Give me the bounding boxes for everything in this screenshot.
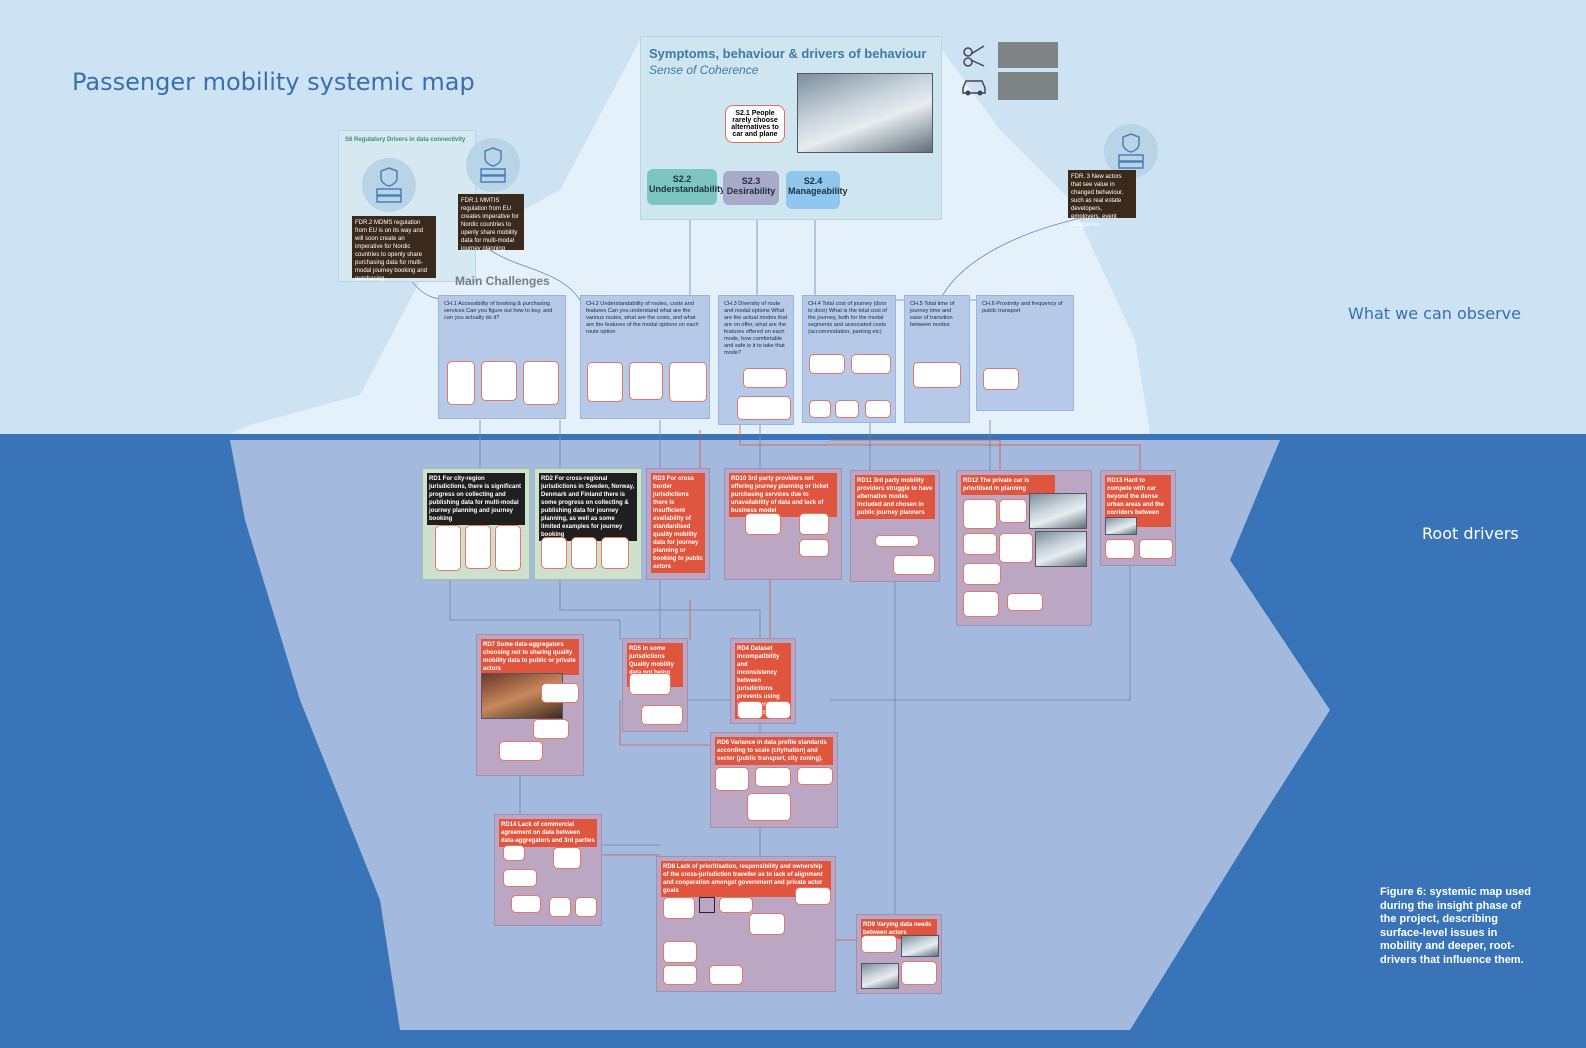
- root-driver-rd10: RD10 3rd party providers not offering jo…: [724, 468, 842, 580]
- rd9-text: RD9 Varying data needs between actors: [861, 919, 937, 939]
- challenge-ch5: CH.5 Total time of journey time and ease…: [904, 295, 970, 423]
- rd1-text: RD1 For city-region jurisdictions, there…: [427, 473, 525, 525]
- root-driver-rd9: RD9 Varying data needs between actors: [856, 914, 942, 994]
- zone-label-root: Root drivers: [1422, 524, 1519, 543]
- root-driver-rd1: RD1 For city-region jurisdictions, there…: [422, 468, 530, 580]
- scissors-car-icon: [960, 42, 988, 70]
- challenge-ch6: CH.6 Proximity and frequency of public t…: [976, 295, 1074, 411]
- root-driver-rd4: RD4 Dataset incompatibility and inconsis…: [730, 638, 796, 724]
- question-s2-1: S2.1 People rarely choose alternatives t…: [725, 105, 785, 143]
- rd7-text: RD7 Some data-aggregators choosing not t…: [481, 639, 579, 675]
- figure-caption: Figure 6: systemic map used during the i…: [1380, 886, 1531, 966]
- challenge-ch4: CH.4 Total cost of journey (door to door…: [802, 295, 896, 423]
- rd8-text: RD8 Lack of prioritisation, responsibili…: [661, 861, 831, 897]
- main-challenges-heading: Main Challenges: [455, 274, 550, 288]
- server-shield-icon: [1104, 124, 1158, 178]
- root-driver-rd6: RD6 Variance in data profile standards a…: [710, 732, 838, 828]
- pillar-manageability: S2.4 Manageability: [786, 171, 848, 209]
- fdr2-card: FDR.2 MDMS regulation from EU is on its …: [352, 216, 436, 282]
- rd14-text: RD14 Lack of commercial agreement on dat…: [499, 819, 597, 847]
- challenge-ch5-text: CH.5 Total time of journey time and ease…: [910, 301, 955, 328]
- root-driver-rd14: RD14 Lack of commercial agreement on dat…: [494, 814, 602, 926]
- symptoms-subtitle: Sense of Coherence: [649, 63, 759, 77]
- rd6-text: RD6 Variance in data profile standards a…: [715, 737, 833, 765]
- challenge-ch3: CH.3 Diversity of route and modal option…: [718, 295, 794, 425]
- root-driver-rd12: RD12 The private car is prioritised in p…: [956, 470, 1092, 626]
- regulatory-label: S6 Regulatory Drivers in data connectivi…: [345, 137, 466, 143]
- red-connection-lines: [560, 420, 1141, 941]
- checkbox-icon: [699, 897, 715, 913]
- rd11-text: RD11 3rd party mobility providers strugg…: [855, 475, 935, 519]
- challenge-ch2: CH.2 Understandability of routes, costs …: [580, 295, 710, 419]
- note-card-1: [998, 42, 1058, 68]
- fdr1-card: FDR.1 MMTIS regulation from EU creates i…: [458, 194, 524, 252]
- page-title: Passenger mobility systemic map: [72, 68, 475, 96]
- transit-photo: [901, 935, 939, 957]
- challenge-ch6-text: CH.6 Proximity and frequency of public t…: [982, 301, 1063, 314]
- rd2-text: RD2 For cross-regional jurisdictions in …: [539, 473, 637, 541]
- root-driver-rd11: RD11 3rd party mobility providers strugg…: [850, 470, 940, 582]
- traffic-photo: [1035, 531, 1087, 567]
- symptoms-title: Symptoms, behaviour & drivers of behavio…: [649, 46, 927, 61]
- bridge-photo: [861, 963, 899, 989]
- root-driver-rd2: RD2 For cross-regional jurisdictions in …: [534, 468, 642, 580]
- road-photo: [1105, 517, 1137, 535]
- rd3-text: RD3 For cross border jurisdictions there…: [651, 473, 705, 573]
- root-driver-rd7: RD7 Some data-aggregators choosing not t…: [476, 634, 584, 776]
- city-street-photo: [1029, 493, 1087, 529]
- pillar-understandability: S2.2 Understandability: [647, 169, 725, 205]
- root-driver-rd5: RD5 In some jurisdictions Quality mobili…: [622, 638, 688, 732]
- fdr3-card: FDR. 3 New actors that see value in chan…: [1068, 170, 1136, 228]
- server-shield-icon: [362, 158, 416, 212]
- challenge-ch4-text: CH.4 Total cost of journey (door to door…: [808, 301, 887, 335]
- note-card-2: [998, 72, 1058, 100]
- challenge-ch1: CH.1 Accessibility of booking & purchasi…: [438, 295, 566, 419]
- rd12-text: RD12 The private car is prioritised in p…: [961, 475, 1055, 495]
- server-shield-icon: [466, 138, 520, 192]
- root-driver-rd3: RD3 For cross border jurisdictions there…: [646, 468, 710, 580]
- snow-station-photo: [797, 73, 933, 153]
- pillar-desirability: S2.3 Desirability: [723, 171, 779, 205]
- root-driver-rd13: RD13 Hard to compete with car beyond the…: [1100, 470, 1176, 566]
- zone-label-observe: What we can observe: [1348, 304, 1521, 323]
- challenge-ch2-text: CH.2 Understandability of routes, costs …: [586, 301, 699, 335]
- challenge-ch1-text: CH.1 Accessibility of booking & purchasi…: [444, 301, 553, 321]
- root-driver-rd8: RD8 Lack of prioritisation, responsibili…: [656, 856, 836, 992]
- challenge-ch3-text: CH.3 Diversity of route and modal option…: [724, 301, 788, 356]
- symptoms-panel: Symptoms, behaviour & drivers of behavio…: [640, 36, 942, 220]
- car-icon: [960, 74, 988, 98]
- rd10-text: RD10 3rd party providers not offering jo…: [729, 473, 837, 517]
